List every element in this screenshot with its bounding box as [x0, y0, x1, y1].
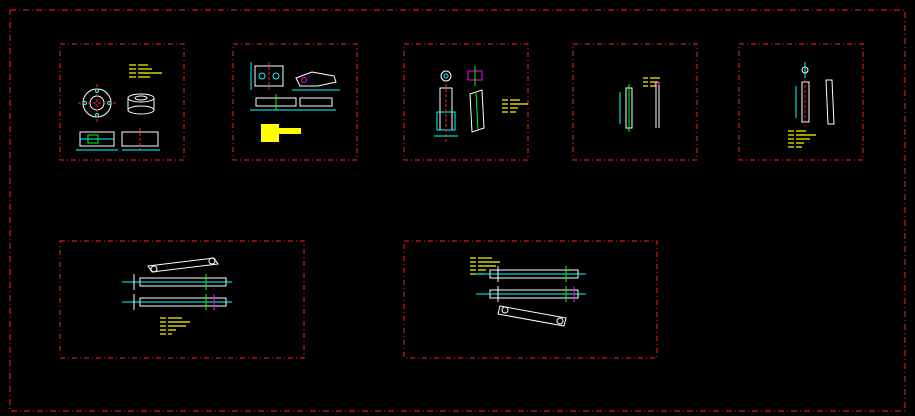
- sheet-5-shaft-top: [801, 62, 809, 78]
- sheet-4-notes: [643, 77, 660, 87]
- sheet-6-arm-iso: [147, 257, 219, 273]
- sheet-7-notes: [470, 257, 500, 275]
- sheet-7-arm-front: [476, 266, 586, 282]
- sheet-1-ring-plan-view: [78, 84, 116, 122]
- sheet-5-shaft-detail[interactable]: [738, 43, 864, 161]
- sheet-3-frame: [403, 43, 529, 161]
- sheet-5-shaft-side: [825, 79, 835, 125]
- sheet-2-frame: [232, 43, 358, 161]
- sheet-7-long-arm-right[interactable]: [403, 240, 658, 359]
- sheet-4-frame: [572, 43, 698, 161]
- sheet-4-rod-front: [619, 84, 633, 132]
- sheet-3-housing-body: [434, 84, 458, 142]
- sheet-1-flange-ring[interactable]: [59, 43, 185, 161]
- sheet-1-ring-iso-view: [127, 93, 155, 115]
- sheet-6-long-arm-left[interactable]: [59, 240, 305, 359]
- sheet-5-notes: [788, 130, 816, 148]
- sheet-1-frame: [59, 43, 185, 161]
- sheet-7-arm-top: [476, 286, 586, 302]
- sheet-2-bracket-profile[interactable]: [232, 43, 358, 161]
- sheet-3-notes: [502, 99, 528, 113]
- sheet-3-vertical-housing[interactable]: [403, 43, 529, 161]
- sheet-2-side-views: [250, 94, 336, 111]
- sheet-6-arm-front: [122, 274, 232, 290]
- sheet-3-top-views: [440, 66, 483, 86]
- sheet-6-frame: [59, 240, 305, 359]
- sheet-1-notes: [129, 64, 162, 78]
- sheet-1-section-views: [76, 128, 160, 151]
- sheet-5-shaft-front: [795, 80, 810, 126]
- sheet-7-frame: [403, 240, 658, 359]
- sheet-6-arm-top: [122, 294, 232, 310]
- sheet-6-notes: [160, 317, 190, 335]
- outer-layout-border: [9, 9, 906, 412]
- sheet-2-title-block: [261, 124, 301, 142]
- sheet-4-rod-pair[interactable]: [572, 43, 698, 161]
- sheet-2-jaw-profile: [292, 71, 340, 91]
- sheet-5-frame: [738, 43, 864, 161]
- sheet-2-bracket-front-view: [250, 62, 284, 92]
- sheet-7-arm-iso: [497, 305, 567, 327]
- sheet-3-iso-part: [469, 89, 485, 133]
